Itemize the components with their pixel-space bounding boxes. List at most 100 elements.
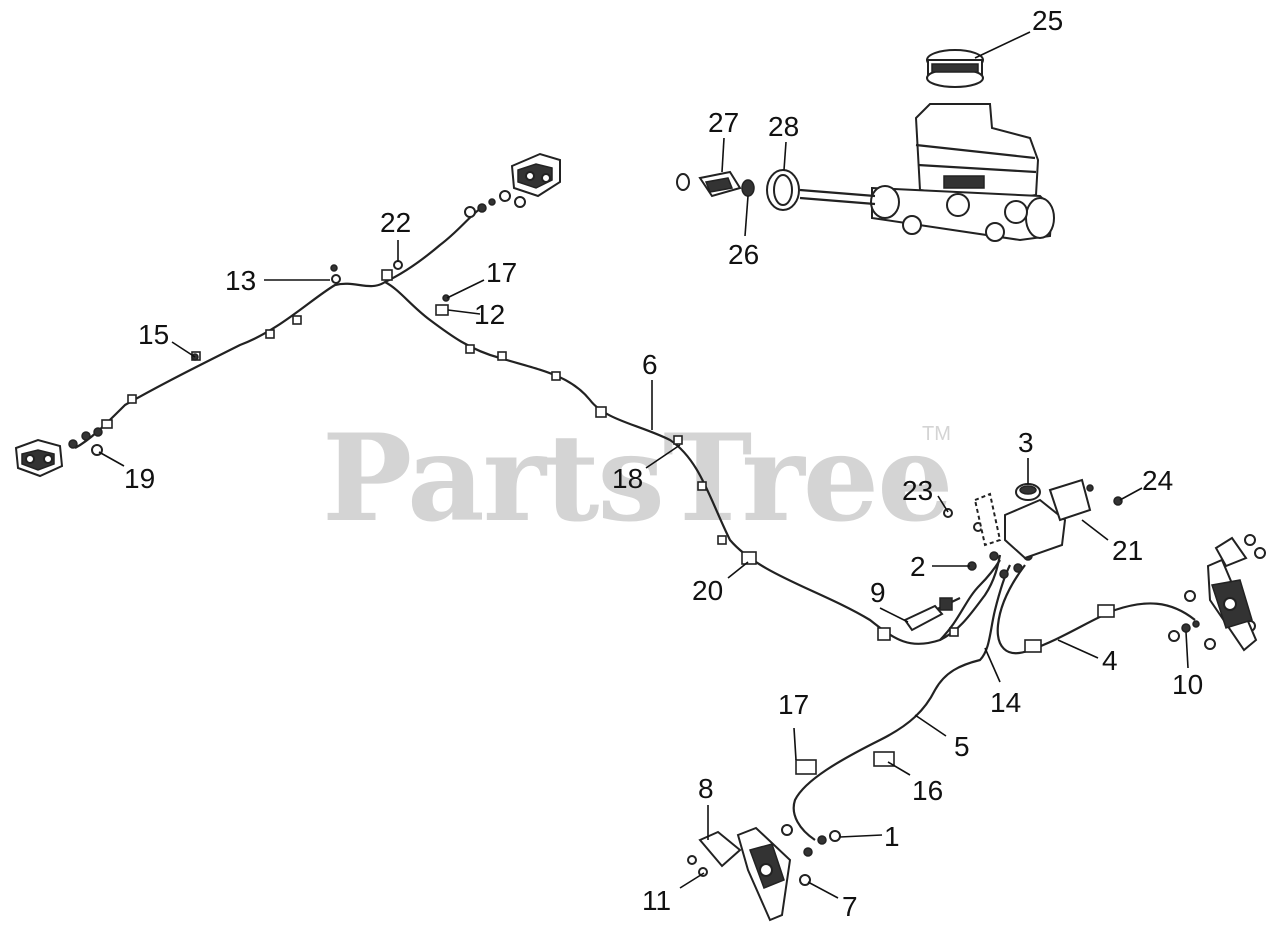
callout-12[interactable]: 12 bbox=[474, 299, 505, 330]
bolt-23 bbox=[943, 508, 953, 518]
brake-lines bbox=[74, 204, 1196, 841]
watermark-trademark: TM bbox=[922, 423, 951, 445]
bolt-21 bbox=[1086, 484, 1094, 492]
clip bbox=[877, 627, 891, 641]
callout-15[interactable]: 15 bbox=[138, 319, 169, 350]
callout-2[interactable]: 2 bbox=[910, 551, 926, 582]
fitting bbox=[464, 206, 476, 218]
push-rod-edge bbox=[799, 196, 876, 206]
callout-9[interactable]: 9 bbox=[870, 577, 886, 608]
caliper-top[interactable] bbox=[510, 152, 561, 198]
bolt bbox=[1184, 590, 1196, 602]
bolt bbox=[1254, 547, 1266, 559]
caliper-right[interactable] bbox=[1206, 536, 1258, 652]
clip bbox=[551, 371, 561, 381]
caliper-lower[interactable] bbox=[698, 826, 792, 922]
washer bbox=[93, 427, 103, 437]
fitting-13 bbox=[331, 274, 341, 284]
washer-10 bbox=[1181, 623, 1191, 633]
clip bbox=[741, 551, 757, 565]
washer bbox=[999, 569, 1009, 579]
callout-8[interactable]: 8 bbox=[698, 773, 714, 804]
clip bbox=[127, 394, 137, 404]
clip bbox=[595, 406, 607, 418]
callout-21[interactable]: 21 bbox=[1112, 535, 1143, 566]
callout-17-lower[interactable]: 17 bbox=[778, 689, 809, 720]
callout-1[interactable]: 1 bbox=[884, 821, 900, 852]
boot-27[interactable] bbox=[698, 170, 742, 198]
washer bbox=[1013, 563, 1023, 573]
master-cylinder-small[interactable] bbox=[973, 478, 1092, 560]
reservoir[interactable] bbox=[914, 103, 1040, 202]
clip bbox=[949, 627, 959, 637]
bolt-7 bbox=[799, 874, 811, 886]
bolt bbox=[687, 855, 697, 865]
callout-27[interactable]: 27 bbox=[708, 107, 739, 138]
bolt-13 bbox=[330, 264, 338, 272]
clip-17-lower bbox=[795, 759, 817, 775]
washer bbox=[803, 847, 813, 857]
clip-12 bbox=[435, 304, 449, 316]
bolt-10 bbox=[1168, 630, 1180, 642]
clip bbox=[673, 435, 683, 445]
callout-16[interactable]: 16 bbox=[912, 775, 943, 806]
callout-23[interactable]: 23 bbox=[902, 475, 933, 506]
clip bbox=[1024, 639, 1042, 653]
washer bbox=[477, 203, 487, 213]
callout-25[interactable]: 25 bbox=[1032, 5, 1063, 36]
callout-5[interactable]: 5 bbox=[954, 731, 970, 762]
watermark-text: PartsTree bbox=[322, 408, 951, 549]
bolt-24 bbox=[1113, 496, 1123, 506]
brake-line-14[interactable] bbox=[939, 559, 1001, 641]
bolt bbox=[499, 190, 511, 202]
clip bbox=[465, 344, 475, 354]
callout-7[interactable]: 7 bbox=[842, 891, 858, 922]
ring-28[interactable] bbox=[766, 169, 800, 211]
push-rod bbox=[799, 188, 876, 198]
nut bbox=[676, 173, 690, 191]
bolt bbox=[1244, 534, 1256, 546]
clip bbox=[381, 269, 393, 281]
callout-18[interactable]: 18 bbox=[612, 463, 643, 494]
clip bbox=[292, 315, 302, 325]
seal-26 bbox=[741, 179, 755, 197]
caliper-left[interactable] bbox=[14, 438, 64, 478]
master-cylinder-assembly[interactable] bbox=[676, 49, 1055, 242]
leader-lines bbox=[98, 31, 1189, 899]
callout-26[interactable]: 26 bbox=[728, 239, 759, 270]
fitting-9[interactable] bbox=[903, 597, 953, 632]
callout-28[interactable]: 28 bbox=[768, 111, 799, 142]
callout-17-upper[interactable]: 17 bbox=[486, 257, 517, 288]
washer bbox=[989, 551, 999, 561]
cylinder-body[interactable] bbox=[870, 185, 1055, 242]
callout-3[interactable]: 3 bbox=[1018, 427, 1034, 458]
washer-1 bbox=[817, 835, 827, 845]
clip bbox=[497, 351, 507, 361]
clip bbox=[101, 419, 113, 429]
bolt bbox=[1204, 638, 1216, 650]
callout-11[interactable]: 11 bbox=[642, 885, 671, 916]
callout-4[interactable]: 4 bbox=[1102, 645, 1118, 676]
callout-19[interactable]: 19 bbox=[124, 463, 155, 494]
clip bbox=[1097, 604, 1115, 618]
brake-line-5[interactable] bbox=[792, 564, 1011, 841]
callout-22[interactable]: 22 bbox=[380, 207, 411, 238]
clip bbox=[697, 481, 707, 491]
callout-13[interactable]: 13 bbox=[225, 265, 256, 296]
bolt bbox=[781, 824, 793, 836]
callout-labels: 1 2 3 4 5 6 7 8 9 10 11 12 13 14 15 16 1… bbox=[124, 5, 1203, 922]
washer-10b bbox=[1192, 620, 1200, 628]
bolt bbox=[81, 431, 91, 441]
callout-24[interactable]: 24 bbox=[1142, 465, 1173, 496]
brake-line-6[interactable] bbox=[74, 280, 1002, 645]
clip bbox=[717, 535, 727, 545]
callout-6[interactable]: 6 bbox=[642, 349, 658, 380]
callout-14[interactable]: 14 bbox=[990, 687, 1021, 718]
callout-10[interactable]: 10 bbox=[1172, 669, 1203, 700]
bolt-1 bbox=[829, 830, 841, 842]
callout-20[interactable]: 20 bbox=[692, 575, 723, 606]
reservoir-cap[interactable] bbox=[926, 49, 984, 88]
clip bbox=[265, 329, 275, 339]
bolt bbox=[68, 439, 78, 449]
